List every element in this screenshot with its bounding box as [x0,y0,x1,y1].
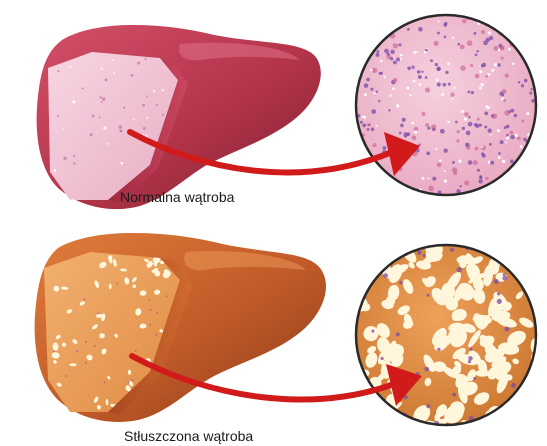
fatty-liver [35,233,326,422]
fatty-tissue-magnification [344,235,543,432]
normal-liver-caption: Normalna wątroba [120,189,234,205]
fatty-liver-caption: Stłuszczona wątroba [124,428,253,444]
normal-liver [37,25,321,209]
normal-tissue-magnification [354,14,536,195]
